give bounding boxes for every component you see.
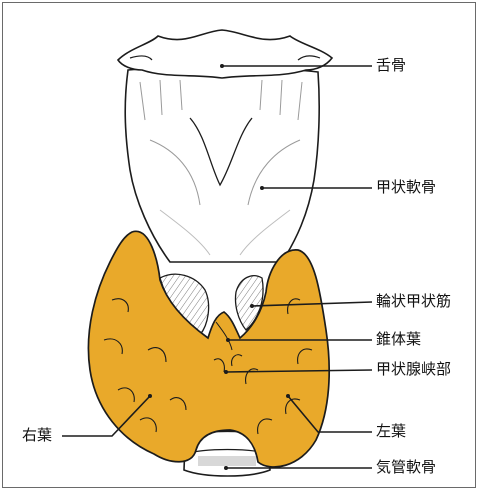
- label-cricothyroid-muscle: 輪状甲状筋: [376, 292, 451, 310]
- thyroid-gland-shape: [88, 231, 329, 467]
- hyoid-bone-shape: [118, 30, 332, 78]
- label-pyramidal-lobe: 錐体葉: [376, 330, 421, 348]
- thyroid-cartilage-shape: [125, 67, 319, 262]
- label-tracheal-cartilage: 気管軟骨: [376, 458, 436, 476]
- label-left-lobe: 左葉: [376, 422, 406, 440]
- label-isthmus: 甲状腺峡部: [376, 360, 451, 378]
- label-thyroid-cartilage: 甲状軟骨: [376, 178, 436, 196]
- label-right-lobe: 右葉: [22, 426, 52, 444]
- label-hyoid: 舌骨: [376, 56, 406, 74]
